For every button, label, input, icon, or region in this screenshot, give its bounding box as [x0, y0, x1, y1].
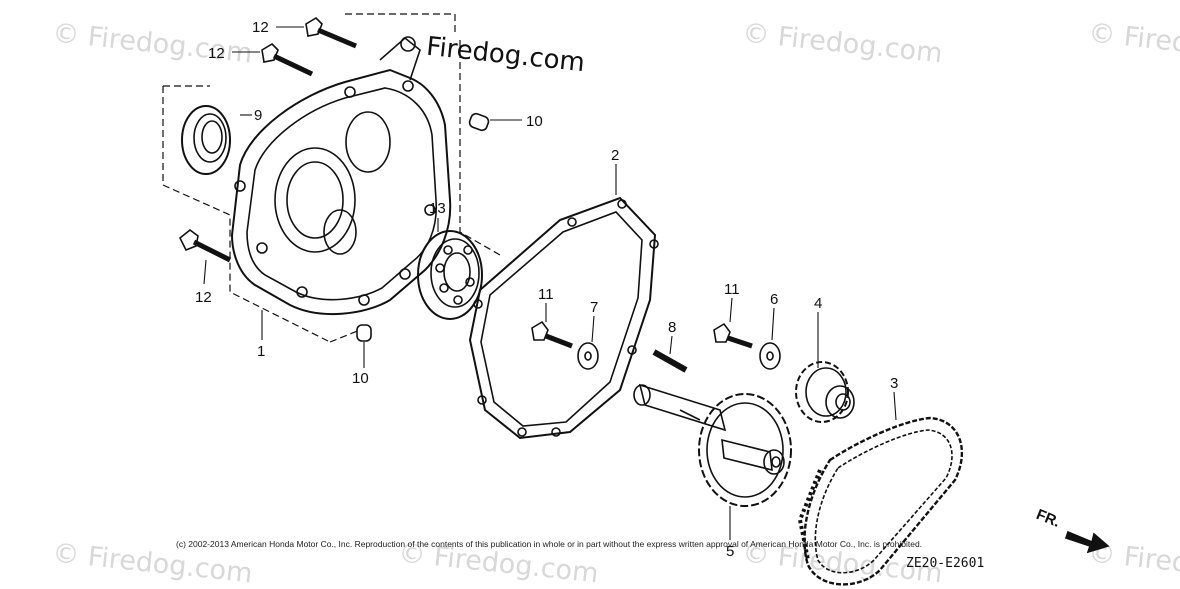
callout-11: 11 [724, 281, 740, 298]
bolt-part-11 [531, 320, 753, 349]
leader-lines [203, 26, 897, 540]
gear-case-part-1 [230, 36, 452, 315]
callout-5: 5 [726, 543, 734, 560]
callout-13: 13 [429, 200, 446, 217]
callout-8: 8 [668, 319, 676, 336]
key-pin-part-8 [652, 349, 688, 373]
bearing-part-13 [417, 230, 483, 320]
callout-2: 2 [611, 147, 619, 164]
copyright-notice: (c) 2002-2013 American Honda Motor Co., … [176, 539, 923, 549]
washer-part-6 [759, 342, 781, 370]
dowel-pin-part-10 [356, 112, 490, 342]
callout-11: 11 [538, 286, 554, 303]
oil-seal-part-9 [181, 105, 231, 175]
callout-7: 7 [590, 299, 598, 316]
chain-part-3 [797, 416, 964, 586]
callout-12: 12 [208, 45, 225, 62]
callout-10: 10 [352, 370, 369, 387]
callout-1: 1 [257, 343, 265, 360]
gasket-part-2 [468, 196, 659, 440]
callout-3: 3 [890, 375, 898, 392]
callout-12: 12 [195, 289, 212, 306]
callout-4: 4 [814, 295, 822, 312]
callout-9: 9 [254, 107, 262, 124]
shaft-sprocket-part-5 [633, 383, 792, 507]
diagram-code: ZE20-E2601 [906, 556, 985, 571]
callout-6: 6 [770, 291, 778, 308]
small-sprocket-part-4 [795, 361, 855, 423]
callout-10: 10 [526, 113, 543, 130]
flange-bolt-part-12 [178, 16, 357, 263]
front-direction-arrow-icon [1064, 530, 1110, 554]
washer-part-7 [577, 342, 599, 370]
callout-12: 12 [252, 19, 269, 36]
